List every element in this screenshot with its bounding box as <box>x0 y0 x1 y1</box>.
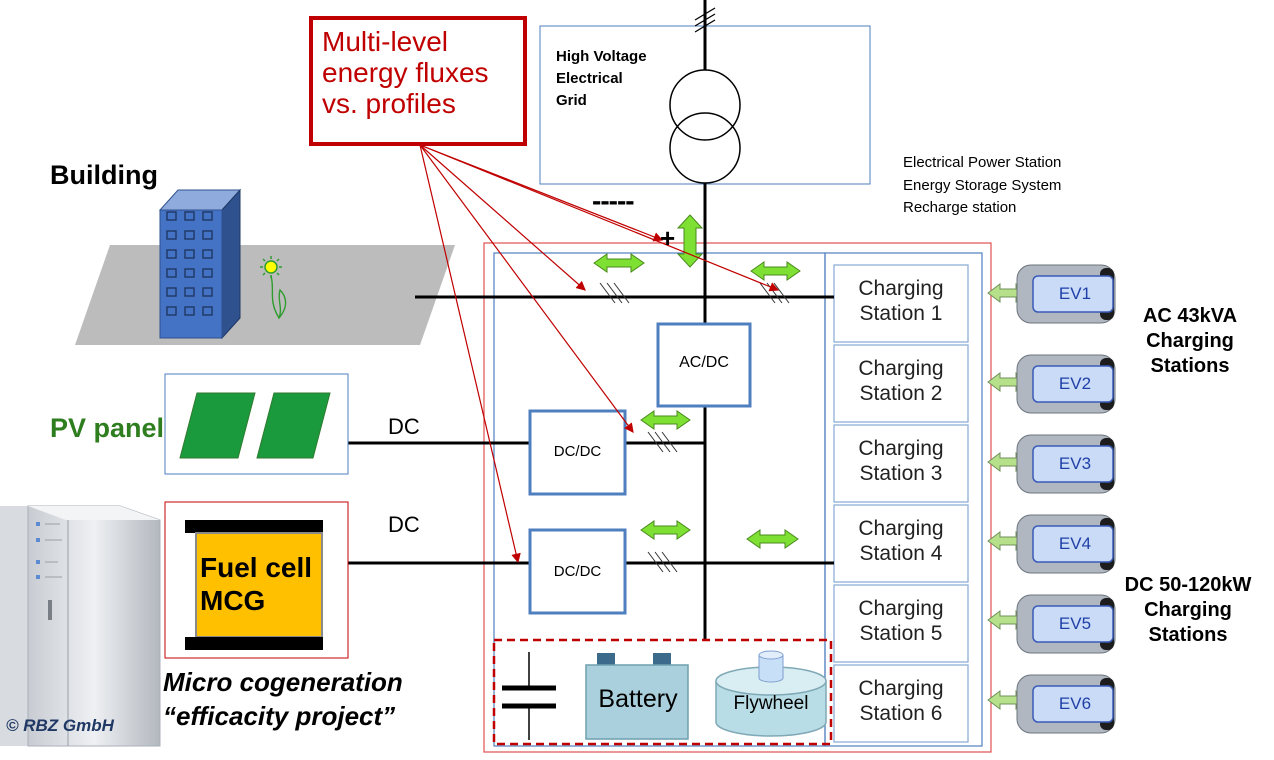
flywheel-label: Flywheel <box>716 693 826 715</box>
ev-1-label: EV1 <box>1044 284 1106 304</box>
charging-station-5-line1: Charging <box>834 596 968 621</box>
station-info-line2: Energy Storage System <box>903 175 1061 198</box>
ev-3-label: EV3 <box>1044 454 1106 474</box>
charging-station-6-line1: Charging <box>834 676 968 701</box>
dcdc-converter-2-label: DC/DC <box>530 563 625 580</box>
fuel-cell-line1: Fuel cell <box>200 551 312 584</box>
hv-grid-label-line3: Grid <box>556 90 647 112</box>
dc-label-line1: DC 50-120kW <box>1108 573 1268 598</box>
building-icon <box>160 190 240 338</box>
fuel-cell-line2: MCG <box>200 584 312 617</box>
hv-grid-label-line2: Electrical <box>556 68 647 90</box>
multilevel-line2: energy fluxes <box>322 58 489 89</box>
ac-label-line2: Charging <box>1122 329 1258 354</box>
dc-charging-stations-label: DC 50-120kW Charging Stations <box>1108 573 1268 648</box>
charging-station-1-line2: Station 1 <box>834 301 968 326</box>
station-info-text: Electrical Power Station Energy Storage … <box>903 152 1061 220</box>
hv-grid-label-line1: High Voltage <box>556 46 647 68</box>
charging-station-1: Charging Station 1 <box>834 276 968 326</box>
polarity-minus: ----- <box>592 185 634 217</box>
fuel-cell-unit-image <box>0 506 160 746</box>
charging-station-5: Charging Station 5 <box>834 596 968 646</box>
charging-station-4-line1: Charging <box>834 516 968 541</box>
station-info-line3: Recharge station <box>903 197 1061 220</box>
pv-panel-label: PV panel <box>50 413 164 444</box>
ev-4-label: EV4 <box>1044 534 1106 554</box>
ev-6-label: EV6 <box>1044 694 1106 714</box>
charging-station-6-line2: Station 6 <box>834 701 968 726</box>
ac-label-line3: Stations <box>1122 354 1258 379</box>
acdc-converter-label: AC/DC <box>658 354 750 372</box>
charging-station-2-line1: Charging <box>834 356 968 381</box>
multilevel-line1: Multi-level <box>322 27 489 58</box>
capacitor-icon <box>502 652 556 740</box>
charging-station-2-line2: Station 2 <box>834 381 968 406</box>
dc-label-line3: Stations <box>1108 623 1268 648</box>
ev-5-label: EV5 <box>1044 614 1106 634</box>
building-label: Building <box>50 160 158 191</box>
charging-station-3: Charging Station 3 <box>834 436 968 486</box>
charging-station-4-line2: Station 4 <box>834 541 968 566</box>
dc-label-line2: Charging <box>1108 598 1268 623</box>
dc-label-pv: DC <box>388 414 420 439</box>
ac-charging-stations-label: AC 43kVA Charging Stations <box>1122 304 1258 379</box>
micro-line1: Micro cogeneration <box>163 666 403 700</box>
charging-station-3-line1: Charging <box>834 436 968 461</box>
charging-station-3-line2: Station 3 <box>834 461 968 486</box>
multilevel-line3: vs. profiles <box>322 89 489 120</box>
dc-label-fuel-cell: DC <box>388 512 420 537</box>
charging-station-5-line2: Station 5 <box>834 621 968 646</box>
fuel-cell-top-plate <box>185 520 323 533</box>
multilevel-callout-text: Multi-level energy fluxes vs. profiles <box>322 27 489 119</box>
copyright-label: © RBZ GmbH <box>6 716 114 736</box>
fuel-cell-bottom-plate <box>185 637 323 650</box>
dcdc-converter-1-label: DC/DC <box>530 443 625 460</box>
hv-grid-label: High Voltage Electrical Grid <box>556 46 647 111</box>
battery-label: Battery <box>586 685 690 714</box>
ev-2-label: EV2 <box>1044 374 1106 394</box>
micro-cogeneration-label: Micro cogeneration “efficacity project” <box>163 666 403 734</box>
charging-station-4: Charging Station 4 <box>834 516 968 566</box>
charging-station-boxes <box>834 265 968 742</box>
charging-station-6: Charging Station 6 <box>834 676 968 726</box>
charging-station-2: Charging Station 2 <box>834 356 968 406</box>
micro-line2: “efficacity project” <box>163 700 403 734</box>
charging-station-1-line1: Charging <box>834 276 968 301</box>
fuel-cell-label: Fuel cell MCG <box>200 551 312 617</box>
polarity-plus: + <box>660 224 675 254</box>
station-info-line1: Electrical Power Station <box>903 152 1061 175</box>
ac-label-line1: AC 43kVA <box>1122 304 1258 329</box>
ev-cars <box>1017 265 1115 733</box>
